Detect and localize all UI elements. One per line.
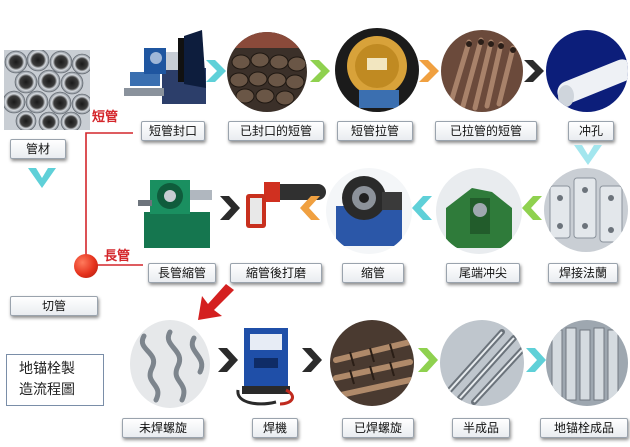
label-finished-ground-anchor: 地锚栓成品 xyxy=(540,418,628,438)
label-reducing: 缩管 xyxy=(342,263,404,283)
label-drawn-short-pipe: 已拉管的短管 xyxy=(435,121,537,141)
label-semi-finished: 半成品 xyxy=(452,418,510,438)
label-flange-welding: 焊接法蘭 xyxy=(548,263,618,283)
down-arrow-icon xyxy=(574,145,602,167)
diagram-title-line-1: 地锚栓製 xyxy=(19,361,75,377)
label-end-tip-punching: 尾端冲尖 xyxy=(446,263,520,283)
label-welded-spiral: 已焊螺旋 xyxy=(342,418,414,438)
label-grinding-after-reducing: 縮管後打磨 xyxy=(230,263,322,283)
label-long-pipe-reducing: 長管縮管 xyxy=(148,263,216,283)
welded-flange-image xyxy=(544,168,628,252)
end-tip-punching-machine-image xyxy=(436,168,522,254)
drawn-short-pipes-image xyxy=(441,30,523,112)
finished-ground-anchor-image xyxy=(546,320,628,406)
label-capped-short-pipe: 已封口的短管 xyxy=(228,121,324,141)
long-pipe-reducing-machine-image xyxy=(138,170,216,250)
diagram-title: 地锚栓製 造流程圖 xyxy=(6,354,104,406)
unwelded-spiral-image xyxy=(130,320,210,408)
right-arrow-icon xyxy=(218,348,238,372)
punched-pipe-image xyxy=(546,30,628,112)
label-welding-machine: 焊機 xyxy=(252,418,298,438)
red-diagonal-arrow-icon xyxy=(198,284,236,322)
diagram-title-line-2: 造流程圖 xyxy=(19,382,75,398)
down-arrow-icon xyxy=(28,166,56,190)
label-pipe-material: 管材 xyxy=(10,139,66,159)
right-arrow-icon xyxy=(526,348,546,372)
welded-spiral-image xyxy=(330,320,414,406)
short-pipe-capping-machine-image xyxy=(122,28,206,108)
label-punching: 冲孔 xyxy=(568,121,614,141)
right-arrow-icon xyxy=(302,348,322,372)
right-arrow-icon xyxy=(419,60,439,82)
reducing-machine-image xyxy=(326,168,412,254)
semi-finished-product-image xyxy=(440,320,524,406)
right-arrow-icon xyxy=(418,348,438,372)
welding-machine-image xyxy=(236,320,296,406)
right-arrow-icon xyxy=(206,60,226,82)
left-arrow-icon xyxy=(412,196,432,220)
cut-point-dot xyxy=(74,254,98,278)
right-arrow-icon xyxy=(524,60,544,82)
pipe-drawing-machine-image xyxy=(335,28,419,112)
label-short-pipe-capping: 短管封口 xyxy=(141,121,205,141)
capped-short-pipes-image xyxy=(227,32,307,112)
left-arrow-icon xyxy=(300,196,320,220)
label-short-pipe-drawing: 短管拉管 xyxy=(337,121,413,141)
branch-label-long-pipe: 長管 xyxy=(104,249,131,264)
steel-pipe-bundle-image xyxy=(4,50,90,130)
label-unwelded-spiral: 未焊螺旋 xyxy=(122,418,204,438)
branch-label-short-pipe: 短管 xyxy=(92,110,119,125)
left-arrow-icon xyxy=(522,196,542,220)
label-cut-pipe: 切管 xyxy=(10,296,98,316)
right-arrow-icon xyxy=(220,196,240,220)
right-arrow-icon xyxy=(310,60,330,82)
